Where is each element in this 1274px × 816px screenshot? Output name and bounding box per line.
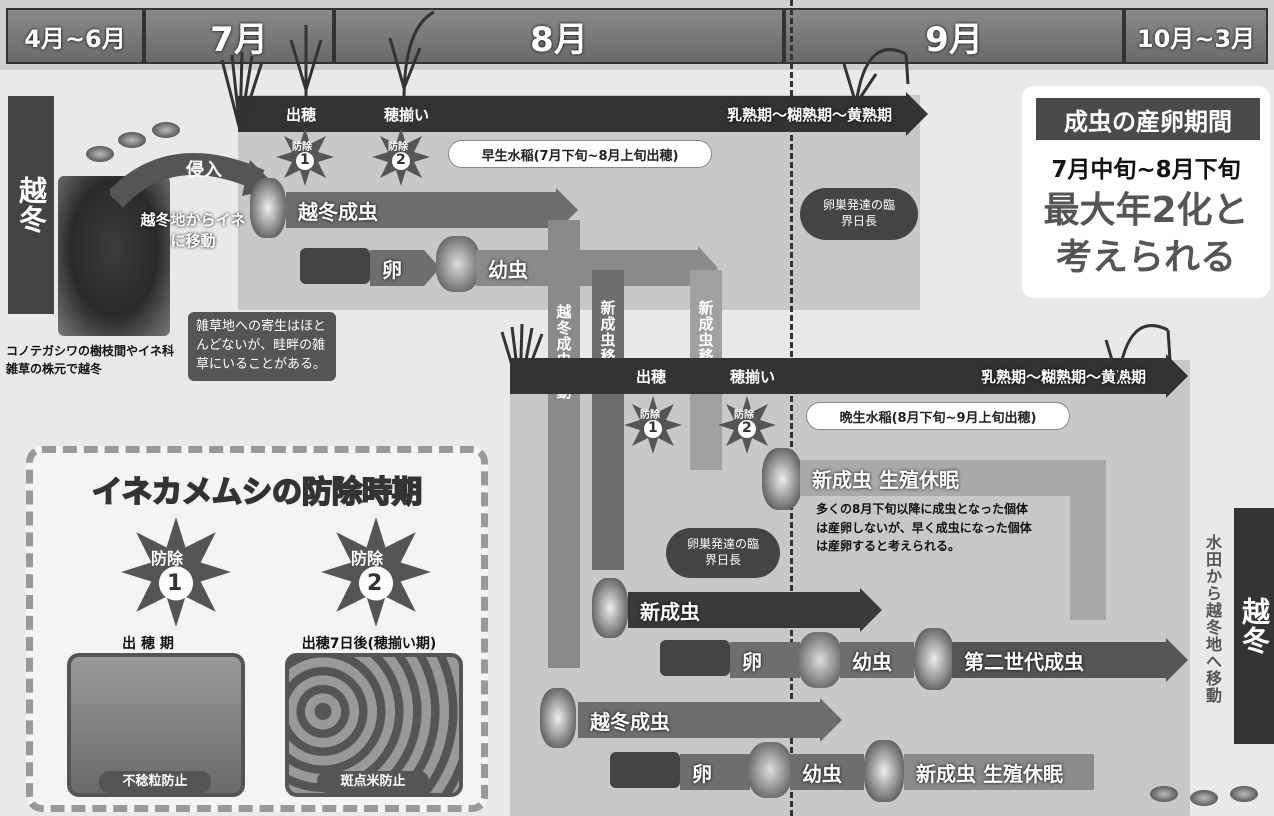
stink-bug-icon: [1190, 790, 1218, 806]
overwinter-bar-left: 越冬: [8, 96, 54, 314]
new-adult-move-vertical-1: 新成虫移動: [592, 270, 624, 570]
oviposition-period: 7月中旬~8月下旬: [1051, 157, 1241, 183]
critical-daylength-late-text: 卵巣発達の臨界日長: [686, 537, 759, 567]
control-badge-1-early-label: 防除: [292, 142, 312, 153]
oviposition-title: 成虫の産卵期間: [1036, 98, 1260, 140]
move-label: 越冬地からイネに移動: [140, 211, 246, 250]
rice-ripe-icon: [842, 48, 910, 104]
early-rice-timeline: 乳熟期～糊熟期～黄熟期: [238, 92, 928, 136]
insect-photo: [250, 178, 286, 238]
early-overwinter-adult-arrow: 越冬成虫: [286, 188, 578, 232]
legend-col2-caption: 斑点米防止: [317, 771, 429, 793]
critical-daylength-early: 卵巣発達の臨界日長: [800, 188, 918, 240]
insect-photo: [864, 740, 904, 802]
stink-bug-icon: [118, 132, 146, 148]
larva-photo: [798, 632, 842, 688]
gen3-egg-arrow: 卵: [680, 754, 750, 790]
oviposition-box: 成虫の産卵期間 7月中旬~8月下旬 最大年2化と考えられる: [1022, 86, 1270, 298]
legend-title: イネカメムシの防除時期: [91, 474, 423, 511]
gen2-second-gen-arrow: 第二世代成虫: [952, 638, 1188, 682]
control-badge-1-early-number: 1: [300, 152, 310, 168]
rice-ripe-icon: [1104, 324, 1172, 380]
control-badge-2-early-label: 防除: [388, 142, 408, 153]
early-heading-label: 出穂: [286, 106, 317, 124]
control-badge-2-early-number: 2: [396, 152, 406, 168]
weed-note: 雑草地への寄生はほとんどないが、畦畔の雑草にいることがある。: [188, 312, 336, 381]
legend-badge-1-number: 1: [167, 571, 183, 596]
late-heading-label: 出穂: [636, 368, 667, 386]
late-stages-label: 乳熟期～糊熟期～黄熟期: [980, 367, 1146, 386]
legend-col1-caption: 不稔粒防止: [99, 771, 211, 793]
control-badge-1-early: [276, 128, 334, 186]
month-jul: 7月: [144, 8, 334, 64]
return-label: 水田から越冬地へ移動: [1203, 534, 1222, 704]
diapause-arrow: 新成虫 生殖休眠: [800, 460, 1070, 496]
early-variety-label: 早生水稲(7月下旬~8月上旬出穂): [448, 140, 712, 168]
insect-photo: [762, 448, 802, 510]
control-badge-2-late-number: 2: [742, 420, 752, 436]
larva-photo: [436, 236, 480, 292]
late-heading-even-label: 穂揃い: [730, 368, 776, 386]
early-larva-arrow: 幼虫: [476, 246, 718, 290]
overwinter-label: 越冬: [15, 176, 48, 234]
month-apr-jun: 4月~6月: [6, 8, 144, 64]
gen2-egg-arrow: 卵: [730, 642, 800, 678]
gen3-adult-arrow: 越冬成虫: [578, 698, 842, 742]
month-oct-mar: 10月~3月: [1124, 8, 1268, 64]
month-sep: 9月: [784, 8, 1124, 64]
oviposition-max: 最大年2化と考えられる: [1043, 190, 1249, 278]
month-divider-line: [790, 0, 793, 816]
diapause-down-arrow: [1070, 460, 1106, 620]
late-rice-timeline: 乳熟期～糊熟期～黄熟期: [510, 354, 1188, 398]
control-badge-2-early: [372, 128, 430, 186]
stink-bug-icon: [1230, 786, 1258, 802]
diapause-desc: 多くの8月下旬以降に成虫となった個体は産卵しないが、早く成虫になった個体は産卵す…: [816, 502, 1032, 554]
control-badge-1-late: [624, 396, 682, 454]
month-aug: 8月: [334, 8, 784, 64]
legend-badge-1-label: 防除: [151, 549, 184, 568]
rice-plant-icon: [220, 51, 264, 130]
overwinter-note: コノテガシワの樹枝間やイネ科雑草の株元で越冬: [6, 344, 175, 376]
stink-bug-icon: [152, 122, 180, 138]
control-badge-2-late: [718, 396, 776, 454]
egg-photo: [300, 248, 370, 284]
gen2-adult-arrow: 新成虫: [628, 588, 882, 632]
legend-col1-title: 出 穂 期: [122, 636, 174, 652]
early-stages-label: 乳熟期～糊熟期～黄熟期: [726, 105, 892, 124]
stink-bug-icon: [1150, 786, 1178, 802]
legend-badge-2-number: 2: [367, 571, 383, 596]
control-badge-2-late-label: 防除: [734, 410, 754, 421]
overwinter-right-label: 越冬: [1238, 597, 1271, 655]
legend-control-badge-2: [321, 517, 431, 627]
control-timing-legend: イネカメムシの防除時期 防除 1 防除 2 出 穂 期 出穂7日後(穂揃い期) …: [26, 446, 488, 812]
late-variety-label: 晩生水稲(8月下旬~9月上旬出穂): [806, 402, 1070, 430]
invade-label: 侵入: [186, 160, 222, 181]
critical-daylength-early-text: 卵巣発達の臨界日長: [822, 198, 895, 228]
control-badge-1-late-label: 防除: [640, 410, 660, 421]
legend-col2-title: 出穂7日後(穂揃い期): [301, 636, 437, 652]
rice-ear-icon: [289, 25, 323, 100]
critical-daylength-late: 卵巣発達の臨界日長: [666, 528, 780, 578]
control-badge-1-late-number: 1: [648, 420, 658, 436]
gen3-diapause-arrow: 新成虫 生殖休眠: [904, 754, 1094, 790]
egg-photo: [610, 752, 680, 788]
overwinter-move-vertical: 越冬成虫移動: [548, 220, 580, 668]
egg-photo: [660, 640, 730, 676]
stink-bug-icon: [86, 146, 114, 162]
overwinter-bar-right: 越冬: [1234, 508, 1274, 744]
insect-photo: [914, 628, 954, 690]
insect-photo: [592, 578, 628, 638]
larva-photo: [748, 742, 792, 798]
gen2-larva-arrow: 幼虫: [840, 642, 914, 678]
gen3-larva-arrow: 幼虫: [790, 754, 864, 790]
legend-badge-2-label: 防除: [351, 549, 384, 568]
legend-control-badge-1: [121, 517, 231, 627]
rice-ear-icon: [388, 10, 435, 100]
early-egg-arrow: 卵: [370, 250, 440, 286]
overwinter-site-image: [58, 176, 170, 336]
month-header: 4月~6月 7月 8月 9月 10月~3月: [0, 0, 1274, 70]
insect-photo: [540, 688, 576, 748]
early-heading-even-label: 穂揃い: [384, 106, 430, 124]
